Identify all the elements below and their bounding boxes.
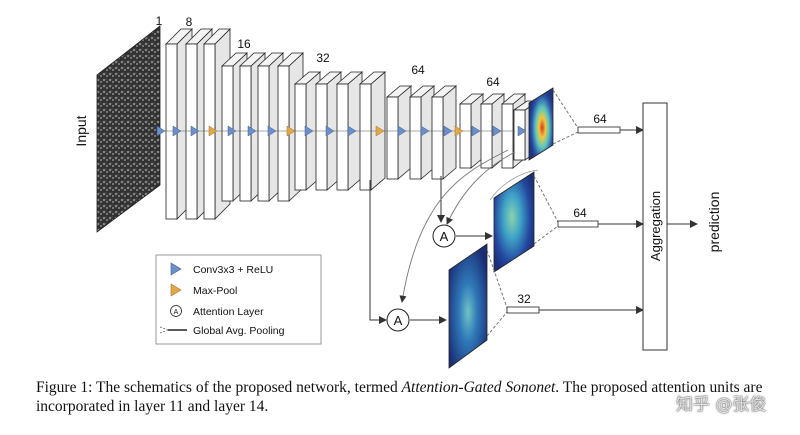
attention-gate-upper: A — [432, 224, 456, 248]
channel-label-32: 32 — [316, 51, 330, 65]
conv-marker-icon — [443, 125, 453, 137]
conv-marker-icon — [172, 125, 182, 137]
channel-label-64b: 64 — [486, 75, 500, 89]
channel-label-64a: 64 — [411, 63, 425, 77]
conv-marker-icon — [190, 125, 200, 137]
input-image — [96, 25, 161, 233]
maxpool-legend-icon — [170, 283, 182, 297]
attention-legend-icon-letter: A — [174, 309, 179, 316]
conv-marker-icon — [420, 125, 430, 137]
maxpool-marker-icon — [375, 125, 385, 137]
channel-label-1: 1 — [156, 14, 163, 28]
heatmap-middle — [493, 171, 535, 273]
conv-marker-icon — [247, 125, 257, 137]
legend-label-gap: Global Avg. Pooling — [193, 325, 285, 337]
legend: Conv3x3 + ReLU Max-Pool A Attention Laye… — [155, 254, 322, 345]
legend-label-pool: Max-Pool — [193, 285, 237, 297]
vector-label-bottom: 32 — [517, 292, 531, 306]
conv-marker-icon — [267, 125, 277, 137]
conv-marker-icon — [227, 125, 237, 137]
gap-legend-icon — [159, 326, 187, 334]
aggregation-arrows — [539, 126, 698, 314]
attention-routing — [369, 149, 539, 324]
channel-label-8: 8 — [186, 15, 193, 29]
conv-marker-icon — [397, 125, 407, 137]
conv-slabs — [165, 28, 540, 220]
conv-marker-icon — [347, 125, 357, 137]
legend-label-conv: Conv3x3 + ReLU — [193, 264, 273, 276]
heatmap-top — [528, 87, 554, 161]
vector-label-top: 64 — [593, 112, 607, 126]
operator-markers — [156, 125, 527, 137]
maxpool-marker-icon — [286, 125, 296, 137]
legend-label-attention: Attention Layer — [193, 306, 264, 318]
caption-prefix: Figure 1: The schematics of the proposed… — [36, 379, 402, 396]
conv-marker-icon — [325, 125, 335, 137]
heatmap-bottom — [448, 243, 488, 369]
maxpool-marker-icon — [454, 125, 464, 137]
gap-funnels — [486, 89, 579, 337]
conv-marker-icon — [492, 125, 502, 137]
caption-suffix: . The proposed attention units are incor… — [36, 379, 763, 415]
figure-caption: Figure 1: The schematics of the proposed… — [36, 378, 776, 416]
maxpool-marker-icon — [208, 125, 218, 137]
attention-legend-icon — [170, 305, 182, 317]
attention-gate-lower: A — [386, 308, 410, 332]
aggregation-label: Aggregation — [648, 191, 663, 261]
legend-box — [155, 254, 322, 345]
aggregation-box — [642, 102, 668, 351]
attention-gate-lower-symbol: A — [394, 313, 403, 328]
vector-label-middle: 64 — [573, 206, 587, 220]
conv-legend-icon — [170, 262, 182, 276]
conv-marker-icon — [517, 125, 527, 137]
conv-slab — [408, 85, 436, 180]
input-label: Input — [73, 115, 89, 146]
channel-label-16: 16 — [237, 37, 251, 51]
conv-marker-icon — [304, 125, 314, 137]
attention-gate-upper-symbol: A — [440, 229, 449, 244]
caption-network-name: Attention-Gated Sononet — [401, 379, 556, 396]
conv-marker-icon — [156, 125, 166, 137]
conv-marker-icon — [471, 125, 481, 137]
watermark: 知乎 @张俊 — [676, 395, 767, 415]
prediction-label: prediction — [706, 192, 722, 253]
